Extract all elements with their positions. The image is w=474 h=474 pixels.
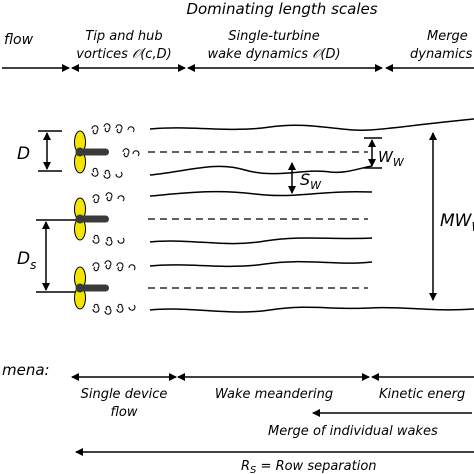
label-Sw: SW — [300, 170, 322, 192]
nacelle — [81, 215, 109, 223]
phen-kinetic: Kinetic energ — [379, 387, 465, 402]
phen-merge-wakes: Merge of individual wakes — [268, 424, 438, 439]
label-Ds: Ds — [17, 249, 36, 272]
turbine-top — [74, 130, 109, 174]
nacelle — [81, 148, 109, 156]
phen-single-line1: Single device — [81, 387, 168, 402]
hub — [75, 214, 85, 224]
header-tip-line2: vortices 𝒪(c,D) — [76, 47, 171, 62]
header-tip-line1: Tip and hub — [85, 29, 162, 44]
label-Ww: WW — [378, 148, 405, 169]
header-single-line1: Single-turbine — [228, 29, 319, 44]
header-title: Dominating length scales — [186, 0, 377, 18]
nacelle — [81, 284, 109, 292]
row-sep-label: RS = Row separation — [241, 459, 377, 474]
turbine-middle — [74, 197, 109, 241]
header-merge-line1: Merge — [427, 29, 468, 44]
turbine-bottom — [74, 266, 109, 310]
wake-boundaries — [149, 118, 474, 313]
header-flow-label: flow — [4, 32, 34, 48]
phen-wake-meandering: Wake meandering — [215, 387, 333, 402]
label-MW: MWW — [440, 211, 474, 234]
label-D: D — [17, 144, 30, 164]
vortex-swirls — [91, 123, 140, 315]
hub — [75, 147, 85, 157]
phen-single-line2: flow — [111, 405, 138, 420]
header-merge-line2: dynamics — [410, 47, 473, 62]
hub — [75, 283, 85, 293]
phenomena-label: mena: — [2, 361, 50, 379]
header-single-line2: wake dynamics 𝒪(D) — [207, 47, 340, 62]
